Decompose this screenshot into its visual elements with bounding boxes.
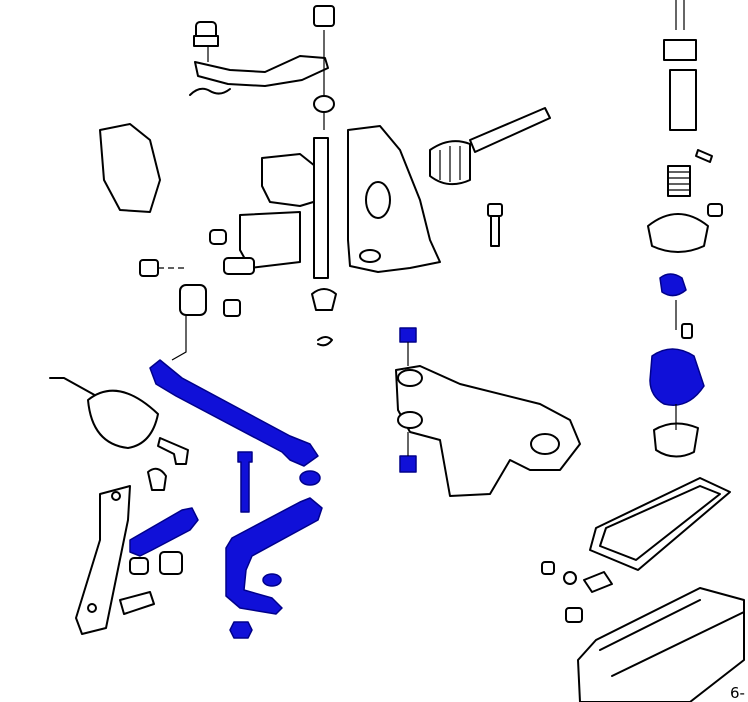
shift-boot-blue: [649, 348, 705, 406]
bushing-lower: [262, 573, 282, 587]
shift-housing: [223, 125, 441, 347]
mount-bracket: [395, 342, 581, 497]
lever-seat: [659, 273, 687, 297]
shift-rod: [129, 507, 199, 557]
mount-bushing-top: [399, 327, 417, 343]
shifter-column: [647, 0, 723, 458]
upper-link-bracket: [189, 5, 335, 130]
lever-nut: [229, 621, 253, 639]
lever-bolt: [237, 451, 253, 513]
bolts: [139, 203, 503, 317]
mount-bushing-bottom: [399, 455, 417, 473]
bushing-upper: [299, 470, 321, 486]
shift-cable-boot: [429, 107, 551, 186]
shift-lever: [225, 497, 323, 615]
damper-assembly: [49, 377, 189, 635]
gear-case: [541, 477, 745, 702]
figure-reference-label: 6-: [730, 684, 745, 702]
highlighted-parts: [129, 273, 705, 639]
selector-rod: [149, 359, 319, 467]
side-bracket: [99, 123, 161, 213]
